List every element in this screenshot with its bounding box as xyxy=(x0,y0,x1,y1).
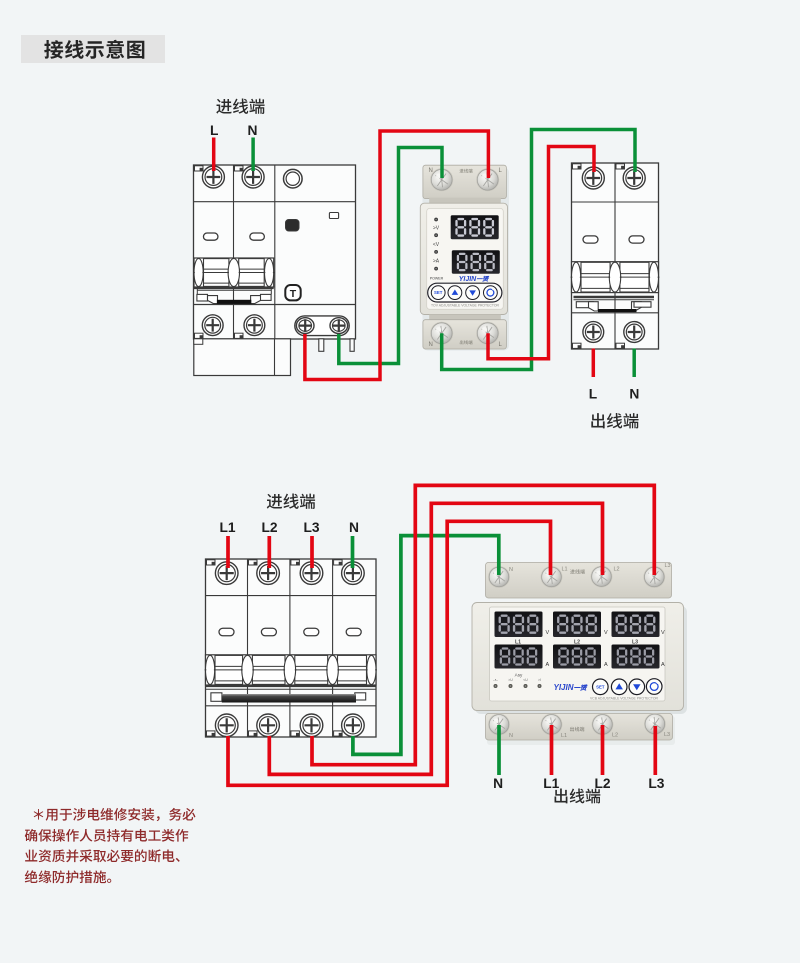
svg-text:确保操作人员持有电工类作: 确保操作人员持有电工类作 xyxy=(24,824,189,844)
svg-text:进线端: 进线端 xyxy=(459,169,473,175)
svg-text:>I: >I xyxy=(538,678,541,682)
svg-text:>A: >A xyxy=(433,259,440,265)
svg-text:L1: L1 xyxy=(219,520,235,535)
svg-text:L2: L2 xyxy=(574,639,580,645)
svg-text:VCB ADJUSTABLE VOLTAGE PROTECT: VCB ADJUSTABLE VOLTAGE PROTECTOR xyxy=(590,696,659,700)
svg-text:L: L xyxy=(499,168,503,174)
svg-text:L2: L2 xyxy=(594,776,610,791)
svg-text:N: N xyxy=(509,733,513,739)
svg-text:L3: L3 xyxy=(632,639,638,645)
svg-text:N: N xyxy=(429,342,433,348)
svg-text:L2: L2 xyxy=(261,520,277,535)
svg-text:YIJIN一赟: YIJIN一赟 xyxy=(553,682,588,692)
svg-text:N: N xyxy=(429,168,433,174)
svg-text:出线端: 出线端 xyxy=(590,408,640,432)
svg-text:出线端: 出线端 xyxy=(553,783,601,807)
svg-text:TOV ADJUSTABLE VOLTAGE PROTECT: TOV ADJUSTABLE VOLTAGE PROTECTOR xyxy=(431,303,499,307)
svg-text:L3: L3 xyxy=(664,732,670,738)
svg-text:N: N xyxy=(629,387,639,402)
svg-text:N: N xyxy=(509,567,513,573)
svg-text:L1: L1 xyxy=(543,776,559,791)
svg-text:绝缘防护措施。: 绝缘防护措施。 xyxy=(24,866,120,886)
svg-text:V: V xyxy=(546,630,550,636)
svg-text:A: A xyxy=(546,662,550,668)
svg-text:SET: SET xyxy=(434,290,443,295)
svg-text:A: A xyxy=(604,662,608,668)
svg-text:<U: <U xyxy=(523,678,528,682)
svg-text:L2: L2 xyxy=(614,567,620,573)
svg-text:L1: L1 xyxy=(561,733,567,739)
svg-text:＊用于涉电维修安装，务必: ＊用于涉电维修安装，务必 xyxy=(32,804,197,824)
svg-text:N: N xyxy=(248,123,258,138)
svg-text:进线端: 进线端 xyxy=(216,94,266,118)
svg-text:L1: L1 xyxy=(515,639,521,645)
svg-text:SET: SET xyxy=(596,684,605,689)
svg-text:>U: >U xyxy=(508,678,513,682)
svg-text:L: L xyxy=(210,123,218,138)
svg-text:出线端: 出线端 xyxy=(459,340,473,346)
svg-text:L: L xyxy=(499,342,503,348)
svg-text:N: N xyxy=(493,776,503,791)
svg-text:Asy: Asy xyxy=(515,673,523,678)
svg-text:<V: <V xyxy=(433,242,440,248)
svg-text:>V: >V xyxy=(433,226,440,232)
svg-text:L1: L1 xyxy=(562,567,568,573)
svg-text:L3: L3 xyxy=(665,563,671,569)
svg-text:POWER: POWER xyxy=(430,277,444,281)
svg-text:业资质并采取必要的断电、: 业资质并采取必要的断电、 xyxy=(24,845,188,865)
svg-text:T: T xyxy=(290,288,297,300)
svg-text:进线端: 进线端 xyxy=(570,569,585,576)
svg-text:L3: L3 xyxy=(303,520,319,535)
svg-text:L3: L3 xyxy=(648,776,664,791)
svg-text:出线端: 出线端 xyxy=(569,726,584,733)
svg-text:L2: L2 xyxy=(612,733,618,739)
svg-text:V: V xyxy=(604,630,608,636)
svg-text:YIJIN一赟: YIJIN一赟 xyxy=(459,274,490,283)
svg-text:进线端: 进线端 xyxy=(266,489,316,513)
svg-text:接线示意图: 接线示意图 xyxy=(44,34,147,63)
svg-text:A: A xyxy=(661,662,665,668)
svg-text:N: N xyxy=(349,520,359,535)
svg-text:V: V xyxy=(661,630,665,636)
svg-text:L: L xyxy=(589,387,597,402)
svg-text:-∧-: -∧- xyxy=(493,678,498,682)
